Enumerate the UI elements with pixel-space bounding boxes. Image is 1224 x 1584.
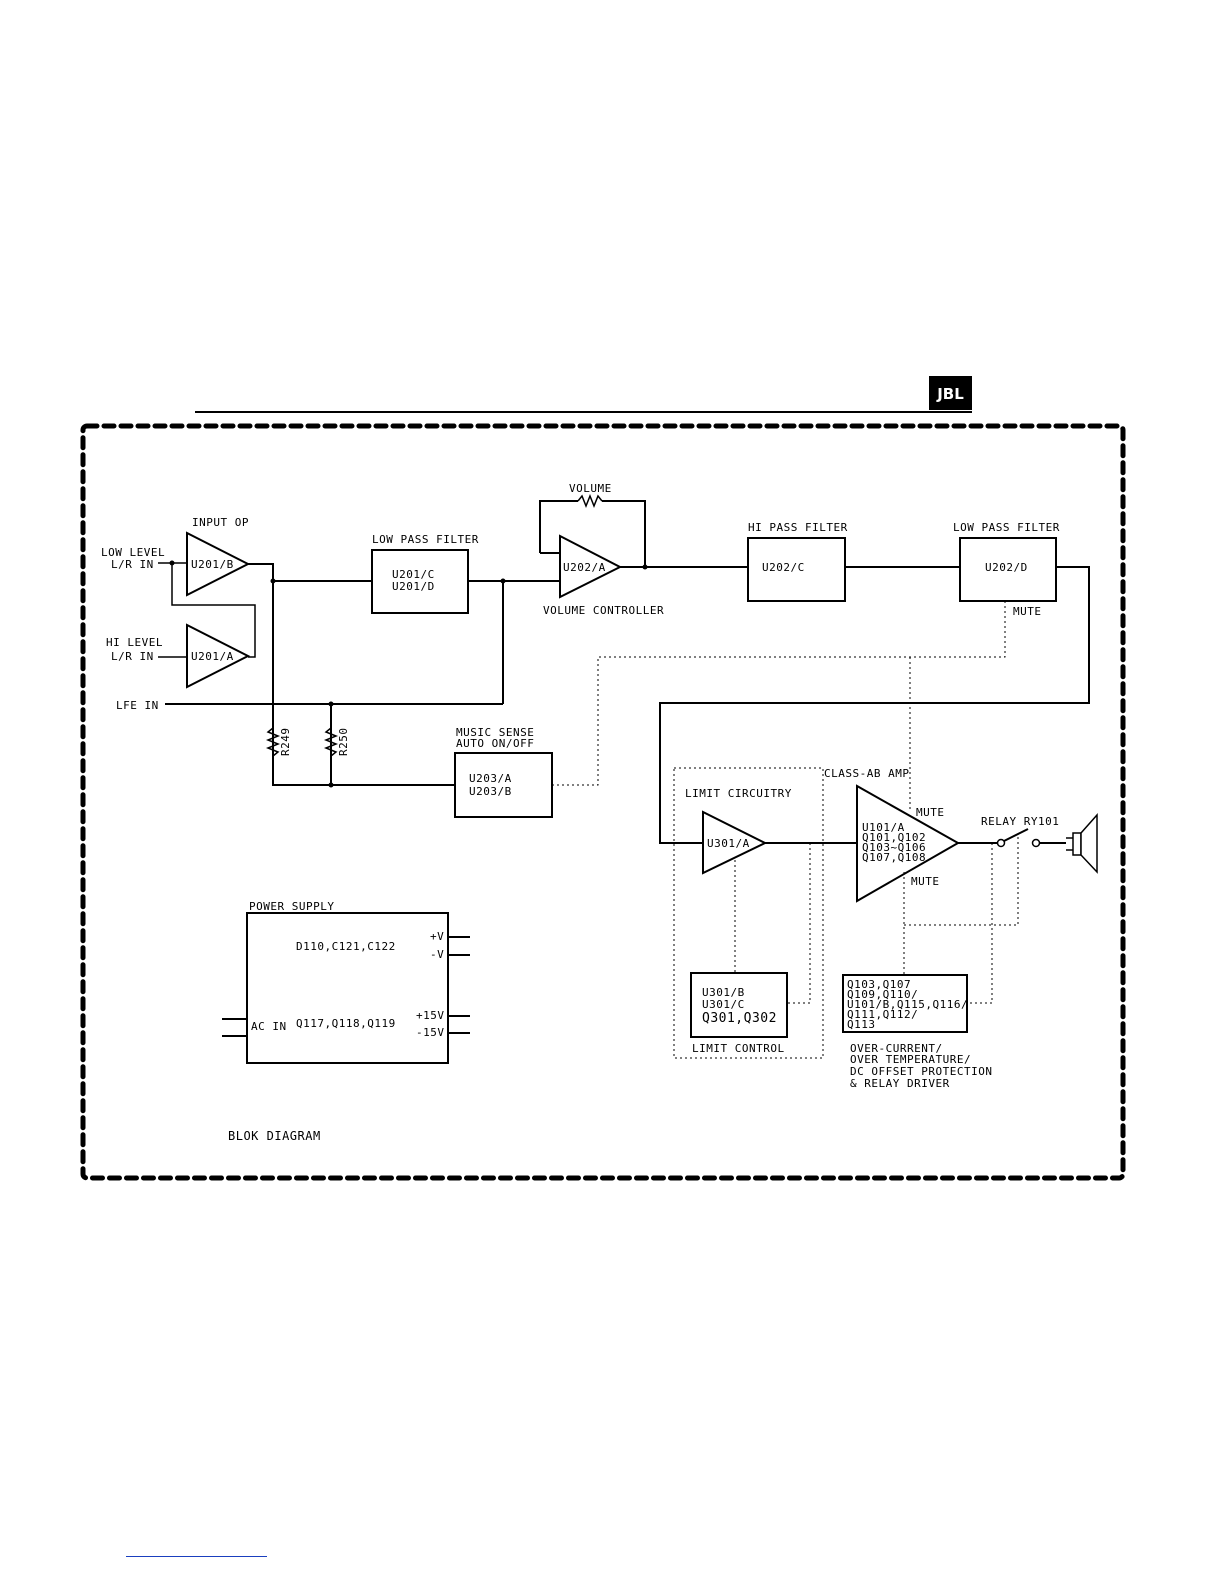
opamp-u201a: U201/A [186, 623, 251, 689]
resistor-r250: R250 [323, 727, 350, 757]
speaker-icon [1066, 813, 1098, 874]
svg-text:U203/A: U203/A [469, 772, 512, 785]
svg-text:Q109,Q110/: Q109,Q110/ [847, 988, 918, 1001]
svg-text:U202/D: U202/D [985, 561, 1028, 574]
svg-text:Q107,Q108: Q107,Q108 [862, 851, 926, 864]
svg-text:-15V: -15V [416, 1026, 445, 1039]
svg-text:D110,C121,C122: D110,C121,C122 [296, 940, 396, 953]
volume-feedback-wire [539, 493, 646, 567]
input-op-output-wire [248, 563, 455, 788]
svg-text:Q103~Q106: Q103~Q106 [862, 841, 926, 854]
opamp-u301a: U301/A [702, 810, 768, 875]
hi-level-label: HI LEVEL [106, 636, 163, 649]
lpf1-box: U201/C U201/D [371, 549, 469, 614]
diagram-frame [80, 423, 1126, 1181]
svg-text:U202/C: U202/C [762, 561, 805, 574]
input-op-label: INPUT OP [192, 516, 249, 529]
svg-text:+V: +V [430, 930, 444, 943]
hpf-box: U202/C [747, 537, 846, 602]
svg-text:U201/D: U201/D [392, 580, 435, 593]
opamp-u202a: U202/A [559, 534, 623, 599]
svg-text:U301/A: U301/A [707, 837, 750, 850]
svg-text:Q101,Q102: Q101,Q102 [862, 831, 926, 844]
amp-mute-top-label: MUTE [916, 806, 945, 819]
protection-desc-2: OVER TEMPERATURE/ [850, 1053, 971, 1066]
svg-text:JBL: JBL [936, 385, 964, 403]
relay-label: RELAY RY101 [981, 815, 1059, 828]
music-sense-box: U203/A U203/B [454, 752, 553, 818]
svg-text:Q111,Q112/: Q111,Q112/ [847, 1008, 918, 1021]
opamp-u201b: U201/B [186, 531, 251, 597]
svg-text:Q117,Q118,Q119: Q117,Q118,Q119 [296, 1017, 396, 1030]
lpf2-box: U202/D [959, 537, 1057, 602]
svg-text:U301/C: U301/C [702, 998, 745, 1011]
low-level-label: LOW LEVEL [101, 546, 165, 559]
class-ab-amp: U101/A Q101,Q102 Q103~Q106 Q107,Q108 [856, 784, 961, 903]
lpf1-output-wire [468, 578, 560, 704]
power-supply-label: POWER SUPPLY [249, 900, 334, 913]
protection-desc-3: DC OFFSET PROTECTION [850, 1065, 992, 1078]
class-ab-amp-label: CLASS-AB AMP [824, 767, 909, 780]
volume-controller-label: VOLUME CONTROLLER [543, 604, 664, 617]
limit-control-label: LIMIT CONTROL [692, 1042, 785, 1055]
lpf1-label: LOW PASS FILTER [372, 533, 479, 546]
power-supply-terminals [222, 936, 470, 1037]
lpf2-mute-label: MUTE [1013, 605, 1042, 618]
svg-text:U101/B,Q115,Q116/: U101/B,Q115,Q116/ [847, 998, 968, 1011]
limit-control-dotted-wires [734, 843, 811, 1004]
svg-text:U201/A: U201/A [191, 650, 234, 663]
svg-text:-V: -V [430, 948, 444, 961]
svg-text:U202/A: U202/A [563, 561, 606, 574]
svg-text:AC IN: AC IN [251, 1020, 287, 1033]
protection-desc-4: & RELAY DRIVER [850, 1077, 950, 1090]
svg-text:Q113: Q113 [847, 1018, 876, 1031]
svg-text:U301/B: U301/B [702, 986, 745, 999]
hi-level-lr-in-label: L/R IN [111, 650, 154, 663]
svg-text:Q103,Q107: Q103,Q107 [847, 978, 911, 991]
jbl-logo: JBL [929, 376, 972, 410]
lpf2-label: LOW PASS FILTER [953, 521, 1060, 534]
protection-box: Q103,Q107 Q109,Q110/ U101/B,Q115,Q116/ Q… [842, 974, 968, 1033]
svg-text:+15V: +15V [416, 1009, 445, 1022]
input-wiring [158, 560, 503, 705]
volume-label: VOLUME [569, 482, 612, 495]
relay-ry101 [958, 828, 1066, 848]
diagram-title: BLOK DIAGRAM [228, 1129, 321, 1143]
footer-link-rule [126, 1556, 267, 1557]
svg-text:U203/B: U203/B [469, 785, 512, 798]
svg-text:R249: R249 [279, 728, 292, 757]
volume-output-wire [620, 564, 748, 570]
resistor-r249: R249 [265, 727, 292, 757]
low-level-lr-in-label: L/R IN [111, 558, 154, 571]
protection-desc-1: OVER-CURRENT/ [850, 1042, 943, 1055]
mute-control-dotted-lines [552, 601, 1006, 810]
limit-control-box: U301/B U301/C Q301,Q302 [690, 972, 788, 1038]
svg-text:U201/C: U201/C [392, 568, 435, 581]
lfe-in-label: LFE IN [116, 699, 159, 712]
music-sense-label: MUSIC SENSE [456, 726, 534, 739]
hpf-label: HI PASS FILTER [748, 521, 848, 534]
svg-text:U201/B: U201/B [191, 558, 234, 571]
svg-text:U101/A: U101/A [862, 821, 905, 834]
protection-dotted-wires [903, 836, 1019, 1004]
svg-text:R250: R250 [337, 728, 350, 757]
power-supply-box: D110,C121,C122 Q117,Q118,Q119 AC IN +V -… [246, 912, 449, 1064]
main-signal-return-wire [659, 566, 1090, 844]
svg-text:Q301,Q302: Q301,Q302 [702, 1011, 777, 1026]
amp-mute-bottom-label: MUTE [911, 875, 940, 888]
auto-on-off-label: AUTO ON/OFF [456, 737, 534, 750]
limit-circuitry-label: LIMIT CIRCUITRY [685, 787, 792, 800]
